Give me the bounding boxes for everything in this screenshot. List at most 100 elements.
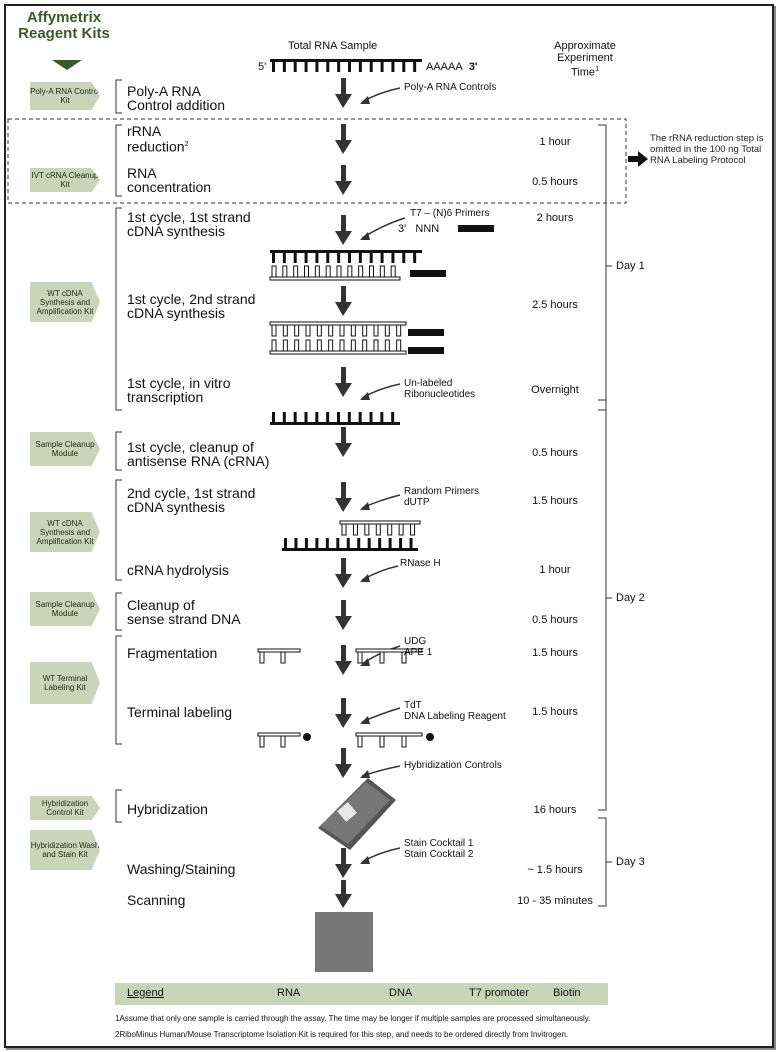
dna-strand-c1s2-bottom-tooth <box>362 339 368 352</box>
dna-strand-c1s1-tooth <box>379 265 385 278</box>
side-note-arrow-icon <box>628 151 648 167</box>
dna-strand-c1s2-top-tooth <box>328 324 334 337</box>
dna-strand-c1s2-top-tooth <box>384 324 390 337</box>
dna-strand-c1s1 <box>269 276 401 281</box>
dna-strand-c1s2-bottom-tooth <box>282 339 288 352</box>
flow-arrow-icon <box>335 482 352 512</box>
legend-rna: RNA <box>277 987 301 999</box>
reagent-t7-primers: T7 – (N)6 Primers <box>410 208 490 219</box>
rna-strand-top-tooth <box>326 62 330 72</box>
rna-strand-top-tooth <box>358 62 362 72</box>
kit-ivt-cleanup: IVT cRNA Cleanup Kit <box>30 168 100 192</box>
dna-fragment-2 <box>355 648 423 653</box>
rna-strand-top <box>270 59 422 62</box>
flow-arrow-icon <box>335 367 352 397</box>
step-washing-staining: Washing/Staining <box>127 861 236 877</box>
dna-strand-c2-tooth <box>352 523 358 536</box>
dna-fragment-1-tooth <box>280 651 286 664</box>
time-c1-cleanup: 0.5 hours <box>532 447 578 459</box>
footnote-1: 1Assume that only one sample is carried … <box>115 1014 591 1023</box>
time-rrna: 1 hour <box>539 136 571 148</box>
rna-strand-top-tooth <box>391 62 395 72</box>
dna-strand-c1s1-tooth <box>304 265 309 278</box>
dna-strand-c1s1-tooth <box>293 265 299 278</box>
rna-strand-c2-tooth <box>399 538 403 548</box>
dna-strand-c1s1-tooth <box>271 265 277 278</box>
rna-crna-tooth <box>347 412 351 422</box>
rna-strand-c2-tooth <box>294 538 298 548</box>
rna-strand-c2-tooth <box>284 538 287 548</box>
step-terminal-labeling: Terminal labeling <box>127 704 233 720</box>
dna-strand-c1s2-top-tooth <box>362 324 368 337</box>
time-c2s1: 1.5 hours <box>532 495 578 507</box>
biotin-1-icon <box>303 733 311 741</box>
rna-strand-top-tooth <box>304 62 308 72</box>
rna-strand-top-tooth <box>293 62 297 72</box>
day-1: Day 1 <box>616 260 645 272</box>
t7-promoter-c1s2-top <box>408 329 444 336</box>
rna-strand-top-tooth <box>402 62 406 72</box>
rna-crna-tooth <box>326 412 330 422</box>
rrna-dashed-box <box>7 118 627 204</box>
dna-labeled-2 <box>355 732 423 737</box>
rna-strand-c1s1-tooth <box>402 253 406 263</box>
dna-strand-c1s2-bottom-tooth <box>305 339 311 352</box>
rna-crna-tooth <box>369 412 373 422</box>
dna-strand-c1s2-top-tooth <box>316 324 322 337</box>
legend-title: Legend <box>127 987 164 999</box>
primer-label: 3' NNN <box>398 223 440 235</box>
rna-strand-c1s1-tooth <box>272 253 275 263</box>
flow-arrow-icon <box>335 558 352 588</box>
rna-strand-c1s1-tooth <box>391 253 395 263</box>
strand-label-5: 5' <box>258 61 267 73</box>
rna-strand-c2-tooth <box>336 538 340 548</box>
dna-labeled-2-tooth <box>357 735 363 748</box>
rna-strand-c2-tooth <box>409 538 413 548</box>
footnote-2: 2RiboMinus Human/Mouse Transcriptome Iso… <box>115 1030 569 1039</box>
step-crna-hydrolysis: cRNA hydrolysis <box>127 562 229 578</box>
time-column-title: Approximate Experiment Time1 <box>554 40 616 79</box>
kit-polya-control: Poly-A RNA Control Kit <box>30 82 100 110</box>
dna-strand-c1s1-tooth <box>314 265 320 278</box>
dna-strand-c1s2-bottom-tooth <box>316 339 322 352</box>
kits-title-arrow-icon <box>52 60 82 70</box>
dna-strand-c1s1-tooth <box>282 265 288 278</box>
kits-title: Affymetrix Reagent Kits <box>18 9 110 42</box>
dna-strand-c1s2-top-tooth <box>294 324 300 337</box>
dna-strand-c1s2-bottom-tooth <box>396 339 402 352</box>
dna-strand-c1s2-top-tooth <box>396 324 402 337</box>
rna-strand-c1s1-tooth <box>369 253 373 263</box>
time-fragmentation: 1.5 hours <box>532 647 578 659</box>
flow-arrow-icon <box>335 645 352 675</box>
dna-strand-c1s2-bottom-tooth <box>339 339 345 352</box>
rna-crna-tooth <box>304 412 308 422</box>
sample-title: Total RNA Sample <box>288 40 378 52</box>
dna-fragment-2-tooth <box>357 651 363 664</box>
biotin-2-icon <box>426 733 434 741</box>
dna-strand-c2-tooth <box>375 523 381 536</box>
rna-crna-tooth <box>391 412 395 422</box>
genechip-icon <box>318 778 396 850</box>
dna-strand-c1s2-bottom-tooth <box>294 339 300 352</box>
rna-crna-tooth <box>337 412 340 422</box>
dna-strand-c1s2-top-tooth <box>339 324 345 337</box>
dna-labeled-1-tooth <box>280 735 286 748</box>
day-2: Day 2 <box>616 592 645 604</box>
rna-strand-c2-tooth <box>315 538 319 548</box>
time-washing: ~ 1.5 hours <box>527 864 583 876</box>
flow-arrow-icon <box>335 215 352 245</box>
scan-image-icon <box>315 912 373 972</box>
dna-strand-c2-tooth <box>364 523 370 536</box>
step-brackets <box>115 79 612 907</box>
legend-dna: DNA <box>389 987 413 999</box>
step-fragmentation: Fragmentation <box>127 645 218 661</box>
rna-crna-tooth <box>380 412 384 422</box>
kit-hybridization-wash-stain: Hybridization Wash and Stain Kit <box>30 830 100 870</box>
